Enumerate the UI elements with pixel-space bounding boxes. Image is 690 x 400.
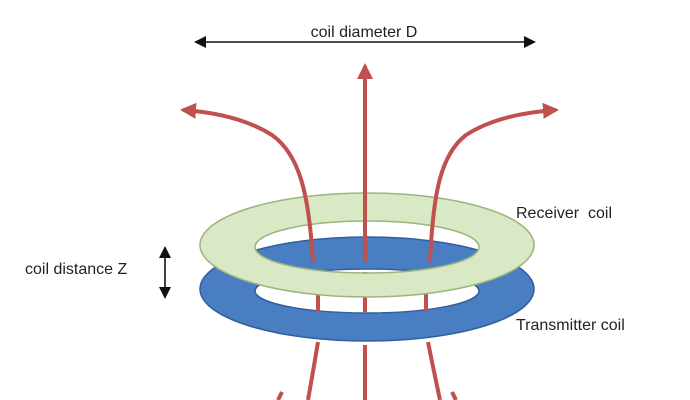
coil-diameter-label: coil diameter D [311, 24, 418, 41]
coil-distance-label: coil distance Z [25, 261, 127, 278]
transmitter-coil-label: Transmitter coil [516, 317, 625, 334]
receiver-coil [199, 192, 535, 298]
field-line-bottom-far-left [276, 391, 284, 400]
field-line-bottom-left [306, 341, 320, 400]
receiver-coil-label: Receiver coil [516, 205, 612, 222]
field-lines-top [180, 63, 559, 263]
field-lines-bottom [276, 341, 458, 400]
field-line-right [428, 102, 559, 263]
field-line-left [180, 102, 315, 263]
field-line-bottom-far-right [450, 391, 458, 400]
field-line-bottom-right [426, 341, 442, 400]
